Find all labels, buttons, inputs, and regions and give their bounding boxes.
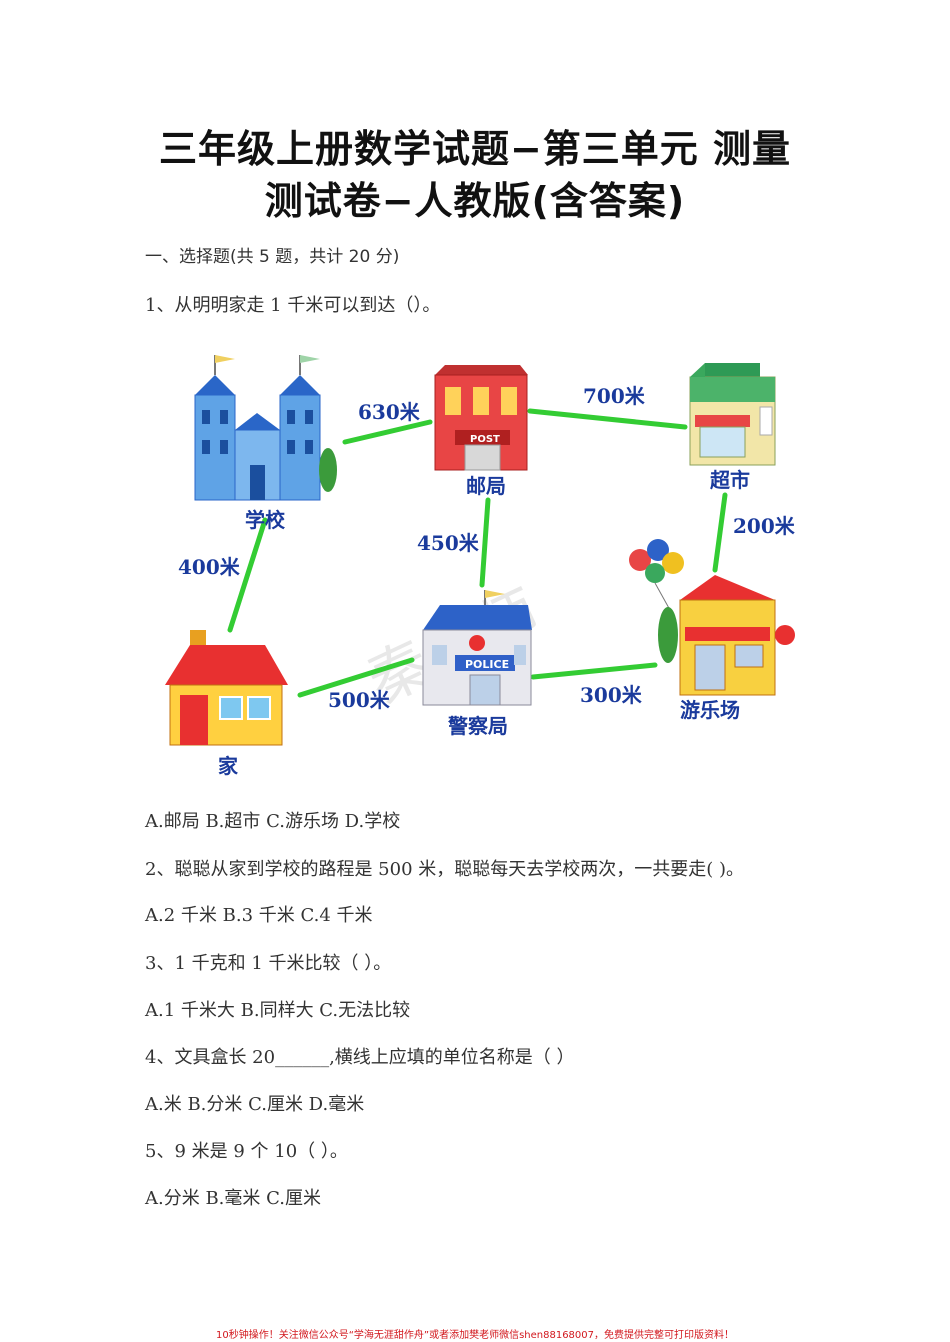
place-label-police: 警察局 (448, 714, 508, 738)
place-label-school: 学校 (245, 508, 286, 532)
route-school-home (227, 517, 268, 633)
distance-school-home: 400米 (178, 555, 241, 579)
question-4-stem: 4、文具盒长 20______,横线上应填的单位名称是（ ） (145, 1047, 575, 1068)
place-label-post: 邮局 (466, 474, 506, 498)
page-title-line-1: 三年级上册数学试题−第三单元 测量 (158, 127, 792, 171)
amusement-park-building-icon (629, 539, 795, 696)
distance-market-park: 200米 (733, 514, 796, 538)
distance-police-park: 300米 (580, 683, 643, 707)
route-market-park (712, 492, 728, 573)
police-station-building-icon: POLICE (422, 590, 532, 706)
route-post-police (479, 497, 491, 588)
route-home-police (297, 657, 415, 698)
route-lines (227, 408, 728, 698)
route-post-market (527, 408, 688, 430)
question-3-options: A.1 千米大 B.同样大 C.无法比较 (145, 1000, 411, 1021)
question-5-stem: 5、9 米是 9 个 10（ ）。 (145, 1141, 348, 1162)
place-label-park: 游乐场 (680, 698, 740, 722)
question-2-stem: 2、聪聪从家到学校的路程是 500 米，聪聪每天去学校两次，一共要走( )。 (145, 859, 745, 880)
route-police-park (530, 662, 658, 680)
route-school-post (342, 419, 433, 445)
post-sign: POST (470, 434, 500, 445)
question-3-stem: 3、1 千克和 1 千米比较（ ）。 (145, 953, 392, 974)
question-4-options: A.米 B.分米 C.厘米 D.毫米 (145, 1094, 365, 1115)
post-office-building-icon: POST (434, 365, 528, 471)
footer-promo-text: 10秒钟操作！关注微信公众号“学海无涯甜作舟”或者添加樊老师微信shen8816… (215, 1330, 735, 1341)
question-1-options: A.邮局 B.超市 C.游乐场 D.学校 (145, 811, 401, 832)
question-2-options: A.2 千米 B.3 千米 C.4 千米 (145, 905, 373, 926)
route-map: 秦老师 学校 (165, 355, 796, 778)
distance-post-market: 700米 (583, 384, 646, 408)
supermarket-building-icon (689, 363, 776, 466)
place-label-home: 家 (218, 754, 239, 778)
place-label-market: 超市 (709, 468, 750, 492)
distance-school-post: 630米 (358, 400, 421, 424)
question-1-stem: 1、从明明家走 1 千米可以到达（）。 (145, 295, 441, 316)
school-building-icon (194, 355, 337, 501)
section-heading: 一、选择题(共 5 题，共计 20 分) (145, 247, 400, 267)
question-5-options: A.分米 B.毫米 C.厘米 (145, 1188, 321, 1209)
home-building-icon (165, 630, 288, 746)
page-title-line-2: 测试卷−人教版(含答案) (264, 179, 686, 223)
police-sign: POLICE (465, 658, 509, 671)
distance-post-police: 450米 (417, 531, 480, 555)
distance-home-police: 500米 (328, 688, 391, 712)
